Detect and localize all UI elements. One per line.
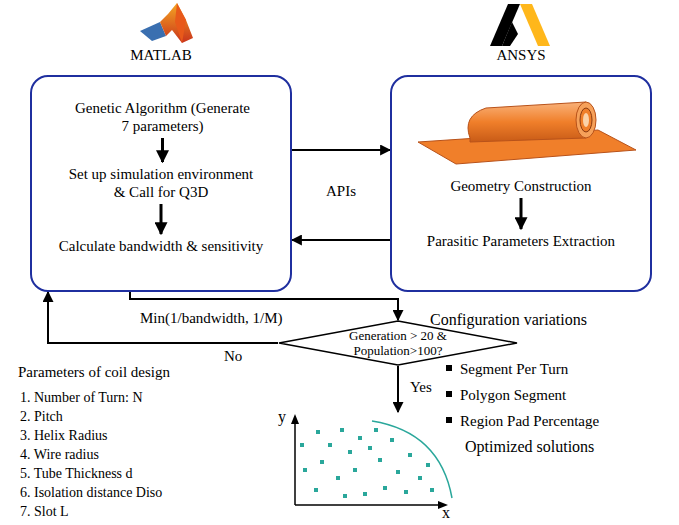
- note-label: 5. Tube Thickness d: [20, 465, 133, 483]
- note-label: 6. Isolation distance Diso: [20, 484, 162, 502]
- ansys-panel: ANSYSGeometry ConstructionParasitic Para…: [390, 75, 652, 292]
- flow-arrow: [160, 204, 163, 234]
- scatter-dot: [396, 470, 400, 474]
- note-label: Segment Per Turn: [460, 360, 568, 378]
- note-label: 7. Slot L: [20, 503, 69, 521]
- scatter-dot: [314, 488, 318, 492]
- scatter-dot: [353, 468, 357, 472]
- note-label: Region Pad Percentage: [460, 412, 599, 430]
- scatter-dot: [303, 468, 307, 472]
- scatter-dot: [358, 436, 362, 440]
- note-label: 2. Pitch: [20, 408, 63, 426]
- plot-text: x: [442, 504, 450, 522]
- node-text: Set up simulation environment & Call for…: [66, 165, 256, 201]
- note-label: Configuration variations: [430, 311, 587, 329]
- process-text: Parasitic Parameters Extraction: [392, 232, 650, 250]
- node-text: Generation > 20 & Population>100?: [278, 328, 518, 358]
- ansys-logo: [490, 4, 550, 46]
- plot-text: Optimized solutions: [465, 438, 594, 456]
- node-text: Genetic Algorithm (Generate 7 parameters…: [75, 99, 250, 135]
- coil-illustration: [418, 102, 636, 164]
- scatter-dot: [418, 476, 422, 480]
- note-label: Polygon Segment: [460, 386, 566, 404]
- scatter-dot: [430, 488, 434, 492]
- scatter-dot: [378, 458, 382, 462]
- plot-text: y: [278, 408, 286, 426]
- flow-arrow: [292, 149, 390, 151]
- note-label: Parameters of coil design: [18, 363, 170, 381]
- bullet-squares: [446, 365, 452, 423]
- panel-heading: ANSYS: [332, 47, 679, 64]
- scatter-dot: [343, 494, 347, 498]
- node-text: Geometry Construction: [392, 177, 650, 195]
- scatter-dot: [300, 443, 304, 447]
- scatter-dot: [336, 476, 340, 480]
- matlab-logo: [140, 3, 193, 43]
- scatter-dot: [340, 428, 344, 432]
- pareto-plot: [291, 414, 452, 509]
- flow-arrow: [397, 366, 399, 412]
- note-label: 1. Number of Turn: N: [20, 389, 143, 407]
- node-text: Parasitic Parameters Extraction: [392, 232, 650, 250]
- node-text: Calculate bandwidth & sensitivity: [36, 237, 286, 255]
- scatter-dot: [316, 430, 320, 434]
- scatter-dot: [390, 438, 394, 442]
- process-text: Geometry Construction: [392, 177, 650, 195]
- scatter-dot: [404, 490, 408, 494]
- scatter-dot: [368, 446, 372, 450]
- process-text: Genetic Algorithm (Generate 7 parameters…: [75, 99, 250, 135]
- scatter-dot: [328, 443, 332, 447]
- note-label: 3. Helix Radius: [20, 427, 108, 445]
- scatter-dot: [374, 428, 378, 432]
- flow-arrow: [161, 138, 164, 162]
- process-text: Calculate bandwidth & sensitivity: [36, 237, 286, 255]
- note-label: APIs: [326, 182, 356, 200]
- edge-label: No: [222, 347, 244, 365]
- matlab-panel: MATLABGenetic Algorithm (Generate 7 para…: [30, 75, 292, 292]
- scatter-dot: [348, 450, 352, 454]
- scatter-dot: [408, 453, 412, 457]
- scatter-dot: [363, 492, 367, 496]
- process-text: Set up simulation environment & Call for…: [66, 165, 256, 201]
- scatter-dot: [383, 486, 387, 490]
- edge-label: Min(1/bandwidth, 1/M): [138, 309, 285, 327]
- flow-arrow: [520, 198, 523, 229]
- scatter-dot: [426, 463, 430, 467]
- scatter-dot: [320, 460, 324, 464]
- edge-label: Yes: [408, 378, 434, 396]
- flow-arrow: [292, 239, 390, 241]
- panel-heading: MATLAB: [0, 47, 350, 64]
- note-label: 4. Wire radius: [20, 446, 99, 464]
